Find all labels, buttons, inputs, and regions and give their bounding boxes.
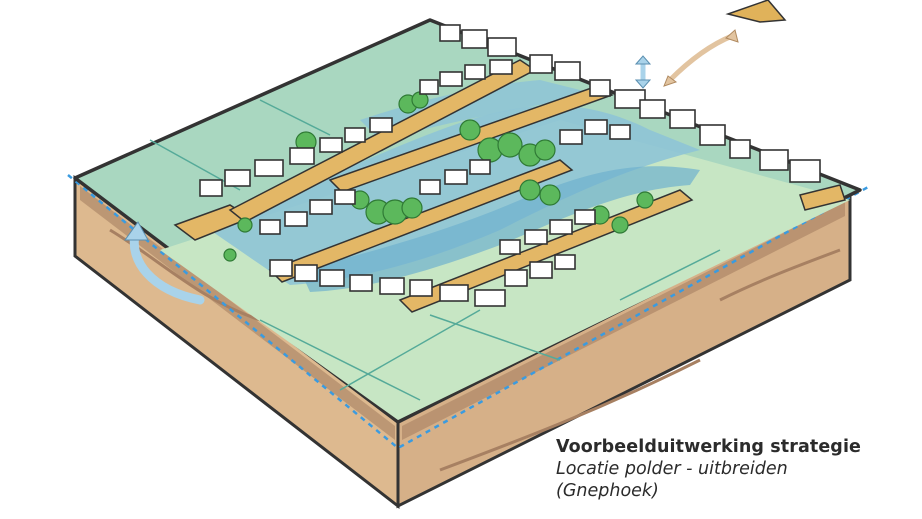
caption-title: Voorbeelduitwerking strategie: [556, 437, 862, 457]
vertical-water-level-arrow: [634, 55, 652, 89]
houses: [199, 24, 821, 307]
caption-subtitle-line2: (Gnephoek): [556, 481, 659, 501]
caption-subtitle-line1: Locatie polder - uitbreiden: [556, 459, 788, 479]
seepage-arrow: [124, 221, 205, 305]
sand-pile: [725, 0, 787, 23]
trees: [223, 91, 654, 262]
caption: Voorbeelduitwerking strategie Locatie po…: [556, 436, 861, 502]
groundwater-line: [67, 174, 871, 450]
curved-exchange-arrow: [663, 29, 739, 87]
